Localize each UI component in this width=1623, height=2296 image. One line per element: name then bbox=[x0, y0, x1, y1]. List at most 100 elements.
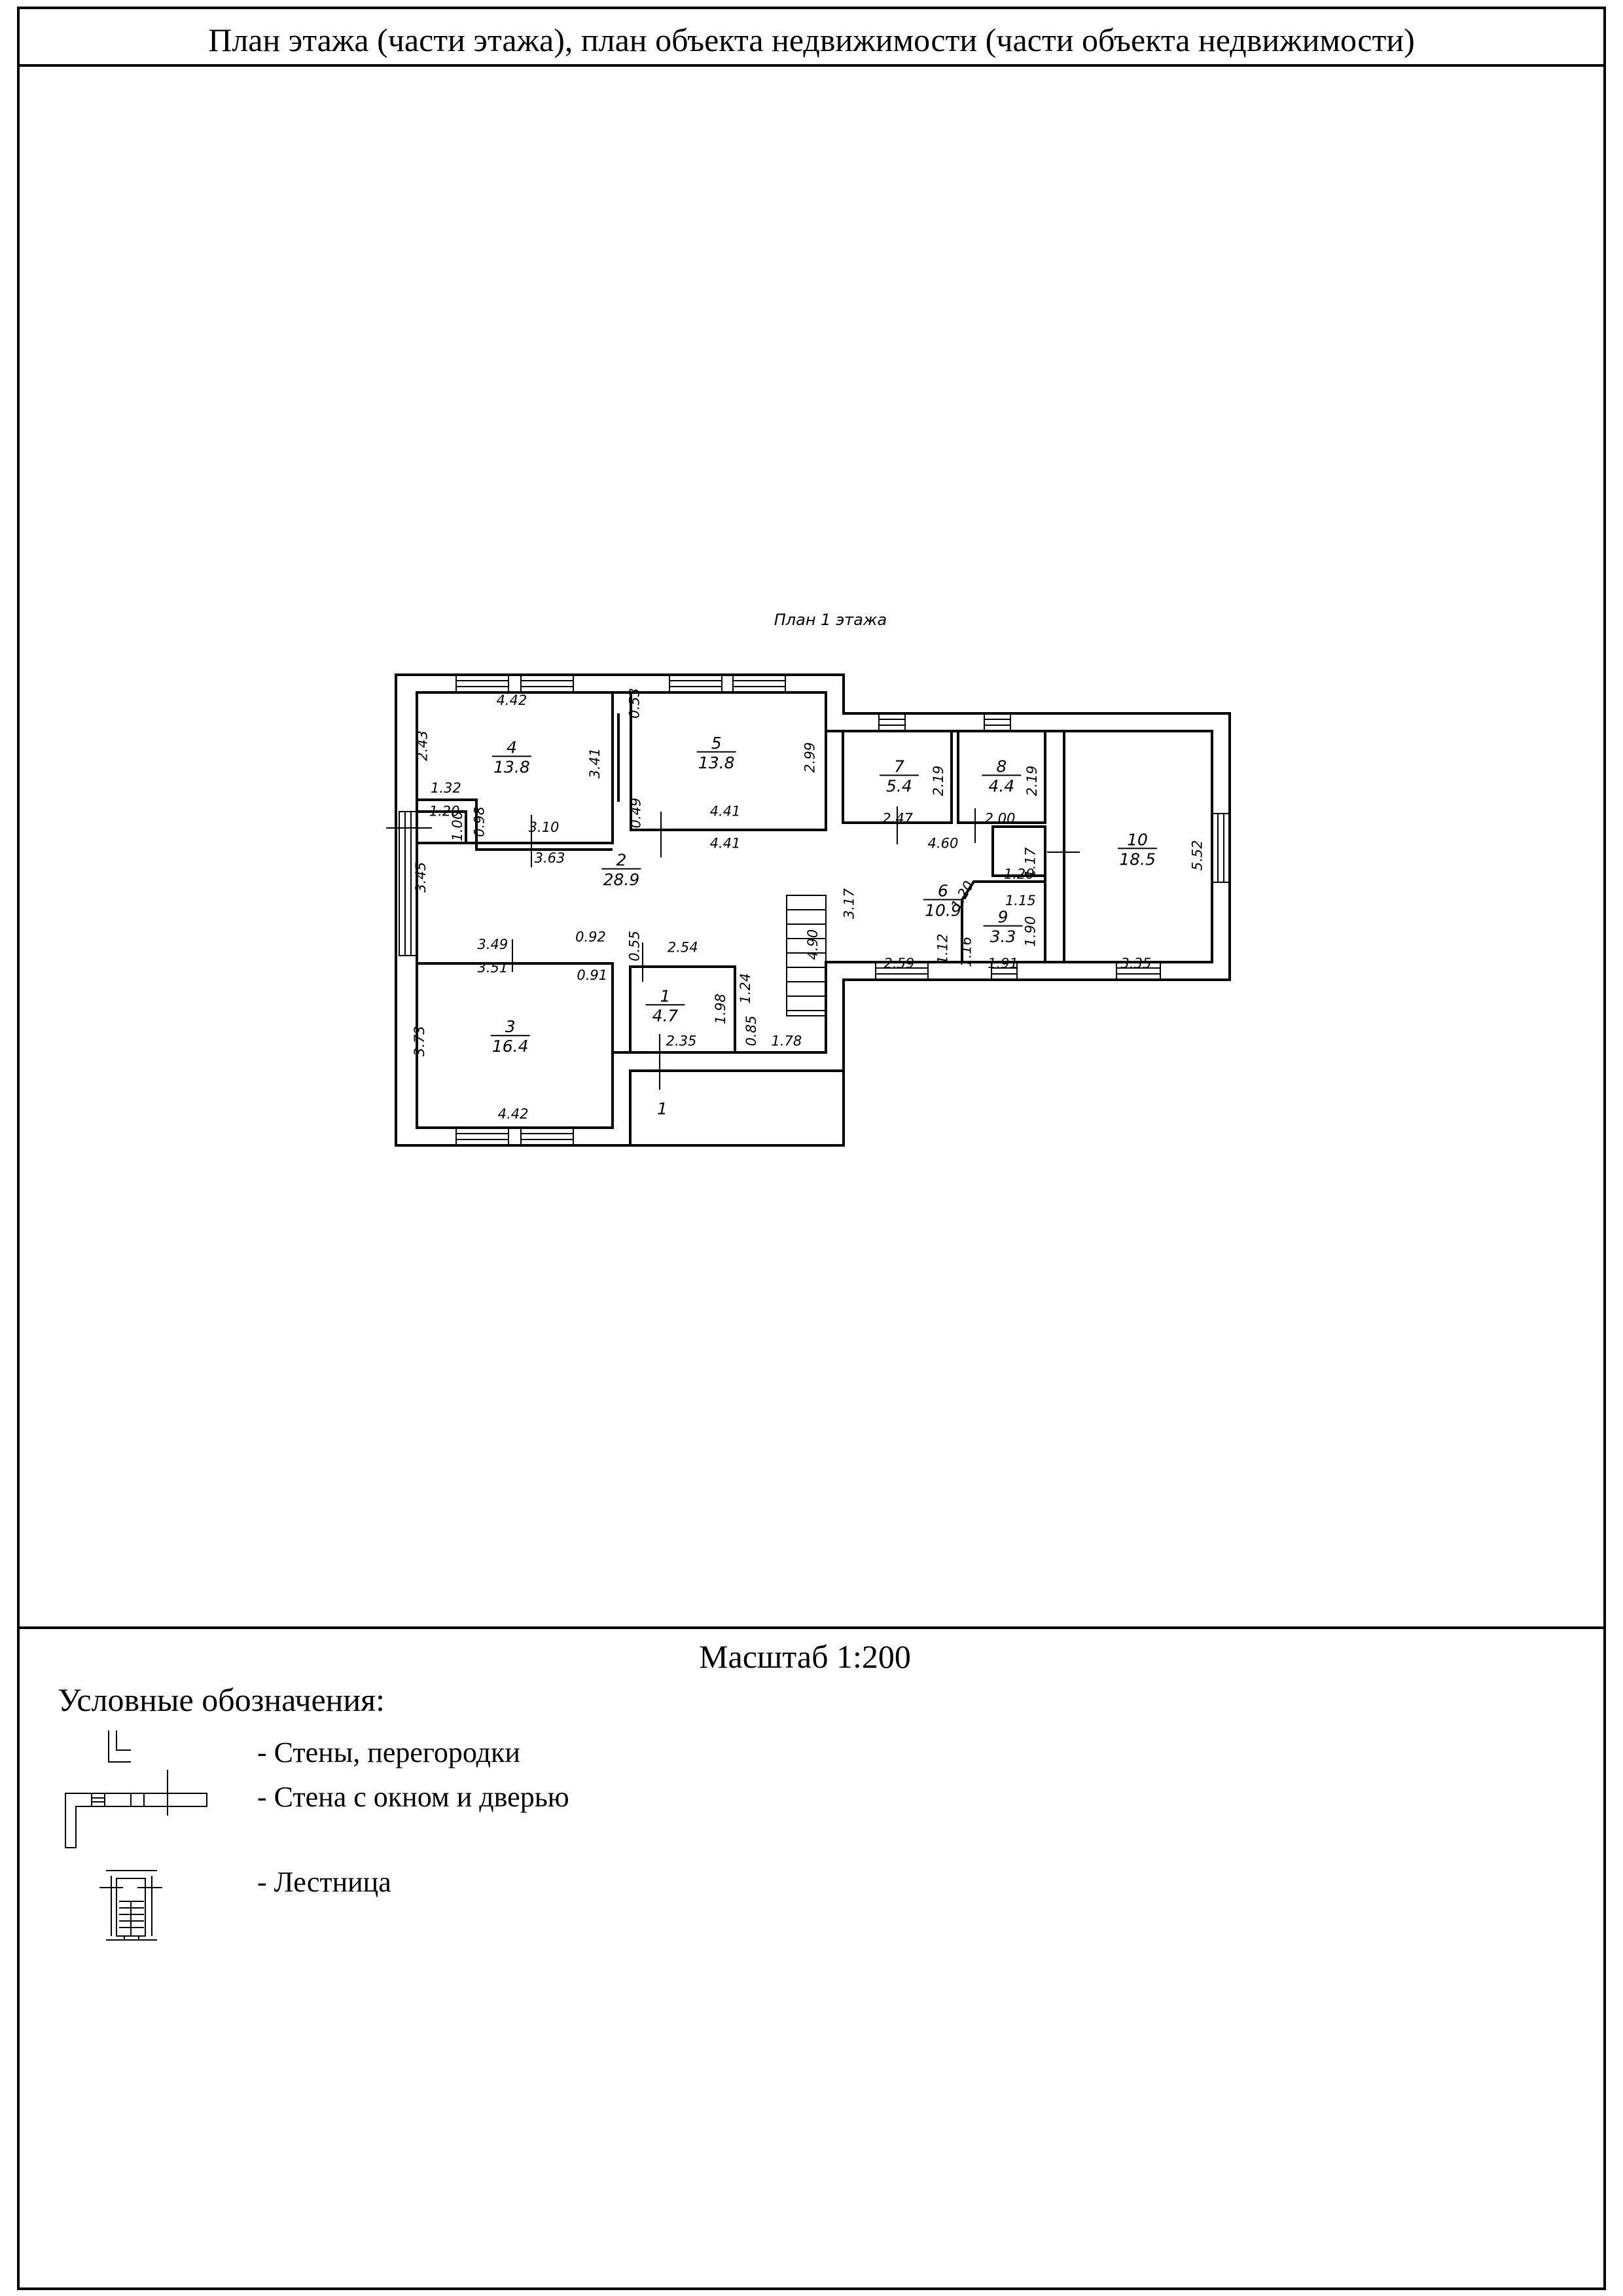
room-1-outline bbox=[629, 965, 736, 1054]
dimension-label: 4.42 bbox=[497, 692, 527, 708]
dimension-label: 1.00 bbox=[450, 811, 465, 842]
room-label: 93.3 bbox=[983, 908, 1023, 946]
page-frame bbox=[17, 7, 1606, 2290]
window-icon bbox=[991, 961, 1018, 980]
dimension-label: 1.16 bbox=[958, 937, 974, 967]
windows bbox=[399, 674, 1230, 1146]
dimension-label: 3.51 bbox=[477, 960, 508, 976]
plan-caption: План 1 этажа bbox=[774, 611, 887, 629]
dimension-label: 1.91 bbox=[988, 956, 1018, 971]
page-title: План этажа (части этажа), план объекта н… bbox=[208, 22, 1414, 58]
window-icon bbox=[669, 674, 722, 693]
dimension-label: 1.15 bbox=[1005, 893, 1036, 908]
legend-item-stairs: - Лестница bbox=[257, 1866, 391, 1898]
room-number: 4 bbox=[507, 738, 517, 757]
room-number: 8 bbox=[996, 757, 1007, 776]
room-area: 4.7 bbox=[652, 1006, 679, 1025]
dimension-label: 1.20 bbox=[1004, 867, 1035, 882]
window-icon bbox=[455, 1127, 509, 1146]
room-area: 16.4 bbox=[492, 1037, 529, 1056]
room-number: 6 bbox=[938, 881, 948, 900]
dimension-label: 1.17 bbox=[1023, 847, 1039, 878]
room-label: 413.8 bbox=[491, 738, 531, 777]
room-number: 5 bbox=[711, 734, 722, 753]
dimension-label: 3.45 bbox=[413, 862, 429, 893]
window-icon bbox=[520, 674, 574, 693]
room-area: 28.9 bbox=[603, 870, 640, 889]
room-4-outline bbox=[416, 691, 614, 844]
legend-title: Условные обозначения: bbox=[58, 1681, 385, 1718]
dimension-label: 1.32 bbox=[431, 780, 461, 796]
room-number: 7 bbox=[894, 757, 904, 776]
dimension-label: 0.98 bbox=[471, 806, 487, 837]
dimension-label: 4.90 bbox=[805, 929, 821, 960]
partition-walls bbox=[417, 713, 620, 851]
dimension-label: 1.90 bbox=[1023, 916, 1039, 947]
window-icon bbox=[878, 713, 906, 732]
room-area: 3.3 bbox=[990, 927, 1016, 946]
dimension-label: 0.53 bbox=[626, 688, 642, 719]
dimension-label: 0.49 bbox=[628, 798, 643, 829]
dimension-label: 2.35 bbox=[666, 1033, 697, 1049]
dimension-label: 0.91 bbox=[577, 967, 607, 983]
window-icon bbox=[1211, 813, 1230, 883]
stairs-legend-icon bbox=[99, 1870, 162, 1941]
dimension-label: 5.52 bbox=[1189, 840, 1205, 871]
dimension-label: 2.59 bbox=[884, 956, 915, 971]
dimension-label: 3.41 bbox=[587, 748, 603, 779]
door-marks bbox=[386, 806, 1080, 1090]
dimension-label: 1.24 bbox=[738, 973, 753, 1004]
dimension-label: 3.35 bbox=[1120, 956, 1151, 971]
room-number: 2 bbox=[616, 851, 626, 870]
window-icon bbox=[875, 961, 929, 980]
dimension-label: 1.78 bbox=[772, 1033, 802, 1049]
room-area: 10.9 bbox=[925, 901, 961, 920]
dimension-label: 2.99 bbox=[802, 742, 817, 773]
closet-outline bbox=[991, 825, 1046, 877]
dimension-label: 3.10 bbox=[529, 819, 560, 835]
room-area: 5.4 bbox=[886, 777, 912, 796]
dimension-label: 0.85 bbox=[743, 1016, 759, 1047]
room-number: 1 bbox=[660, 986, 671, 1005]
porch-outline bbox=[629, 1069, 845, 1147]
dimension-label: 3.63 bbox=[535, 850, 565, 866]
room-label: 513.8 bbox=[696, 734, 736, 772]
dimension-label: 2.43 bbox=[414, 730, 430, 761]
porch-label: 1 bbox=[657, 1099, 668, 1118]
dimension-label: 4.42 bbox=[498, 1106, 529, 1122]
dimension-label: 1.98 bbox=[713, 994, 728, 1024]
legend-item-wall-window-door: - Стена с окном и дверью bbox=[257, 1781, 569, 1813]
dimension-label: 4.60 bbox=[928, 836, 959, 852]
room-label: 228.9 bbox=[601, 851, 641, 889]
dimension-label: 3.49 bbox=[477, 937, 508, 952]
dimension-label: 2.54 bbox=[668, 939, 698, 955]
dimension-label: 2.00 bbox=[985, 811, 1016, 827]
dimension-label: 1.12 bbox=[935, 933, 951, 964]
room-area: 4.4 bbox=[988, 777, 1014, 796]
dimension-label: 2.19 bbox=[931, 766, 946, 797]
legend-item-walls: - Стены, перегородки bbox=[257, 1736, 520, 1768]
room-5-outline bbox=[630, 691, 827, 831]
room-label: 316.4 bbox=[490, 1017, 530, 1056]
dimension-label: 2.47 bbox=[882, 811, 913, 827]
room-area: 13.8 bbox=[698, 753, 735, 772]
dimension-label: 4.41 bbox=[710, 804, 741, 819]
room-number: 3 bbox=[505, 1017, 516, 1036]
room-label: 610.9 bbox=[923, 881, 963, 920]
dimension-label: 0.55 bbox=[626, 931, 642, 961]
stairs-icon bbox=[786, 895, 827, 1016]
dimension-label: 3.17 bbox=[842, 888, 857, 919]
room-number: 10 bbox=[1127, 830, 1148, 849]
room-3-outline bbox=[416, 962, 614, 1129]
dimension-label: 3.73 bbox=[412, 1026, 427, 1056]
wall-icon bbox=[108, 1731, 131, 1763]
dimension-label: 0.92 bbox=[575, 929, 606, 945]
room-label: 14.7 bbox=[645, 986, 685, 1025]
window-icon bbox=[399, 811, 418, 956]
window-icon bbox=[520, 1127, 574, 1146]
room-area: 18.5 bbox=[1119, 850, 1156, 869]
wall-window-door-icon bbox=[65, 1770, 207, 1848]
room-number: 9 bbox=[998, 908, 1008, 927]
